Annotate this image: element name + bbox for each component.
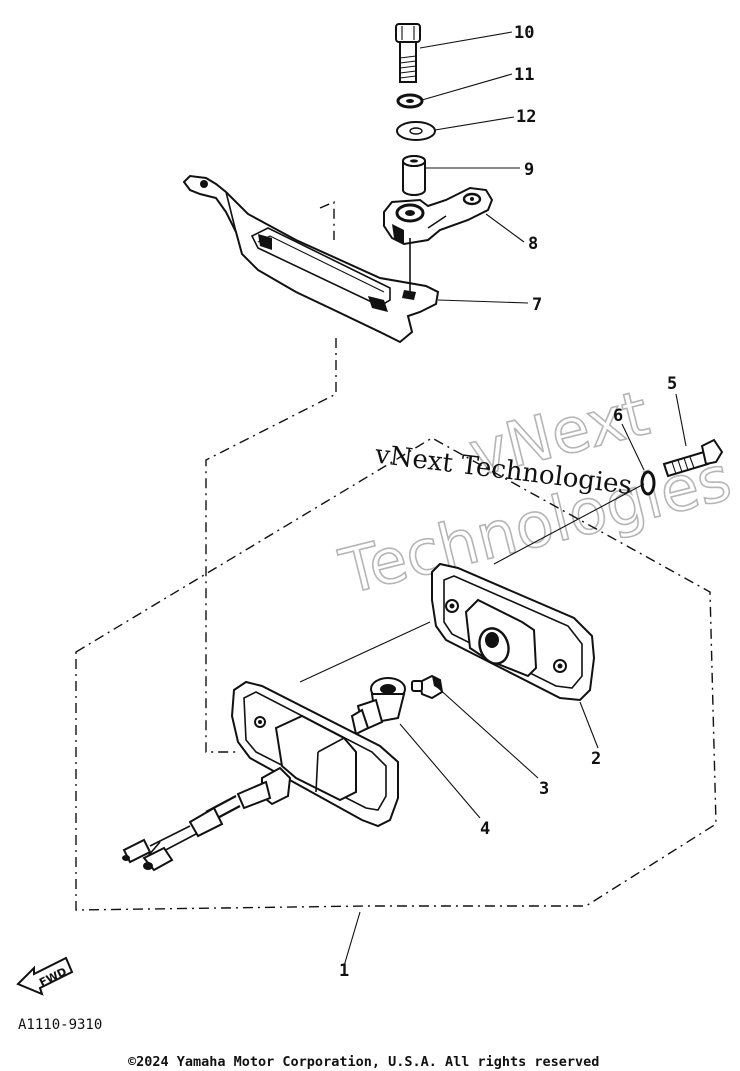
callout-4: 4: [480, 819, 490, 839]
callout-3: 3: [539, 779, 549, 799]
plain-washer-12: [396, 121, 436, 141]
callout-2: 2: [591, 749, 601, 769]
bulb-3: [411, 674, 444, 700]
callout-8: 8: [528, 234, 538, 254]
lamp-base: [122, 680, 399, 872]
callout-12: 12: [516, 107, 536, 127]
callout-11: 11: [514, 65, 534, 85]
callout-6: 6: [613, 406, 623, 426]
callout-9: 9: [524, 160, 534, 180]
copyright-notice: ©2024 Yamaha Motor Corporation, U.S.A. A…: [128, 1054, 599, 1070]
washer-6: [640, 470, 656, 496]
callout-1: 1: [339, 961, 349, 981]
bracket-arm-8: [383, 186, 494, 246]
watermark: vNext Technologies vNext Technologies: [332, 375, 739, 609]
socket-4: [350, 677, 406, 736]
diagram-code: A1110-9310: [18, 1017, 102, 1033]
collar-9: [402, 155, 426, 196]
lamp-lens-2: [431, 562, 596, 702]
leader-lines: [299, 31, 687, 967]
fwd-arrow: FWD: [16, 956, 74, 996]
spring-washer-11: [396, 93, 424, 109]
assembly-outline: [75, 200, 717, 911]
callout-5: 5: [667, 374, 677, 394]
mounting-bracket-7: [182, 174, 440, 344]
callout-7: 7: [532, 295, 542, 315]
bolt-5: [662, 438, 724, 478]
callout-numbers: 10 11 12 9 8 7 5 6 2 3 4 1: [339, 23, 677, 981]
bolt-10: [395, 23, 421, 83]
callout-10: 10: [514, 23, 534, 43]
